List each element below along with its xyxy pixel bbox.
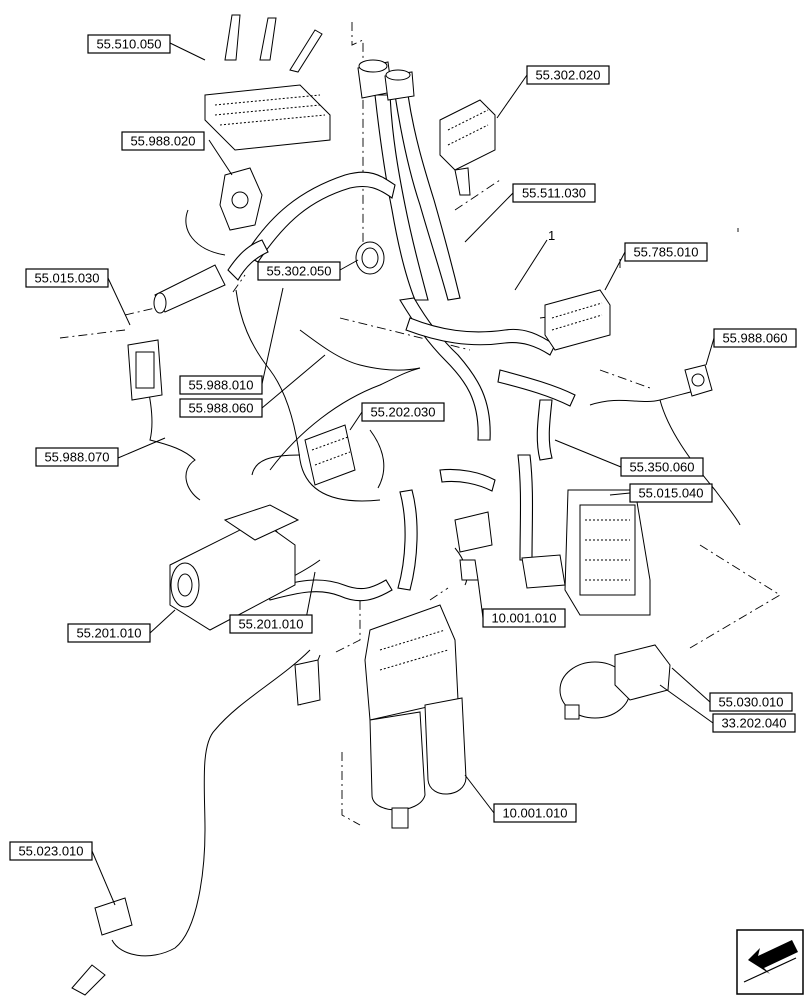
callout-55-988-070: 55.988.070 — [35, 447, 119, 467]
callout-55-030-010: 55.030.010 — [709, 692, 793, 712]
pedal-sensor — [71, 897, 133, 996]
svg-text:55.015.040: 55.015.040 — [638, 486, 703, 501]
callout-55-302-050: 55.302.050 — [257, 261, 341, 281]
callout-55-015-030: 55.015.030 — [25, 268, 109, 288]
solenoid-valve — [454, 511, 493, 581]
fuel-filter — [364, 604, 467, 829]
round-connector — [355, 241, 385, 275]
callout-55-202-030: 55.202.030 — [361, 402, 445, 422]
leader-lines — [91, 42, 715, 906]
svg-text:55.030.010: 55.030.010 — [718, 695, 783, 710]
svg-text:55.201.010: 55.201.010 — [76, 626, 141, 641]
callout-55-510-050: 55.510.050 — [87, 34, 171, 54]
relay-block — [439, 99, 496, 196]
engine-control-unit — [521, 489, 651, 616]
svg-text:55.510.050: 55.510.050 — [96, 37, 161, 52]
harness-end-connectors — [357, 59, 415, 101]
callout-55-988-060-left: 55.988.060 — [179, 398, 263, 418]
svg-text:10.001.010: 10.001.010 — [491, 611, 556, 626]
intake-pipe — [153, 264, 226, 314]
callout-55-201-010-center: 55.201.010 — [229, 614, 313, 634]
sensor-unit — [219, 167, 263, 231]
pressure-accumulator — [559, 644, 671, 720]
callout-55-988-060-right: 55.988.060 — [713, 328, 797, 348]
connector-module — [204, 14, 331, 151]
svg-text:55.015.030: 55.015.030 — [34, 271, 99, 286]
main-harness — [227, 94, 576, 602]
components — [71, 14, 713, 996]
item-number-label: 1 — [548, 228, 555, 243]
callout-55-988-020: 55.988.020 — [121, 131, 205, 151]
svg-text:55.988.070: 55.988.070 — [44, 450, 109, 465]
svg-text:55.302.020: 55.302.020 — [535, 68, 600, 83]
svg-text:33.202.040: 33.202.040 — [721, 716, 786, 731]
callout-55-511-030: 55.511.030 — [512, 183, 596, 203]
svg-text:55.023.010: 55.023.010 — [18, 844, 83, 859]
starter-motor — [169, 504, 300, 631]
callout-55-023-010: 55.023.010 — [9, 841, 93, 861]
callout-55-015-040: 55.015.040 — [629, 483, 713, 503]
svg-text:55.350.060: 55.350.060 — [629, 460, 694, 475]
callout-10-001-010-lower: 10.001.010 — [493, 803, 577, 823]
svg-text:55.201.010: 55.201.010 — [238, 617, 303, 632]
svg-text:55.511.030: 55.511.030 — [522, 186, 586, 201]
svg-text:55.785.010: 55.785.010 — [633, 245, 698, 260]
arrow-back-icon[interactable] — [736, 929, 804, 995]
relay-module — [544, 289, 611, 351]
svg-text:55.988.020: 55.988.020 — [130, 134, 195, 149]
callout-55-988-010: 55.988.010 — [179, 375, 263, 395]
svg-text:55.988.010: 55.988.010 — [188, 378, 253, 393]
temperature-sensor — [684, 364, 713, 397]
svg-text:55.302.050: 55.302.050 — [266, 264, 331, 279]
svg-text:55.988.060: 55.988.060 — [188, 401, 253, 416]
svg-text:55.202.030: 55.202.030 — [370, 405, 435, 420]
svg-text:10.001.010: 10.001.010 — [502, 806, 567, 821]
callout-55-785-010: 55.785.010 — [624, 242, 708, 262]
callout-55-302-020: 55.302.020 — [526, 65, 610, 85]
callout-55-201-010-left: 55.201.010 — [67, 623, 151, 643]
speed-sensor — [304, 424, 356, 486]
sensor-plate — [127, 339, 163, 401]
callout-55-350-060: 55.350.060 — [620, 457, 704, 477]
callout-33-202-040: 33.202.040 — [712, 713, 796, 733]
callout-labels: 55.510.050 55.302.020 55.988.020 55.511.… — [9, 34, 797, 861]
svg-text:55.988.060: 55.988.060 — [722, 331, 787, 346]
callout-10-001-010-upper: 10.001.010 — [482, 608, 566, 628]
inline-connector — [294, 659, 321, 706]
